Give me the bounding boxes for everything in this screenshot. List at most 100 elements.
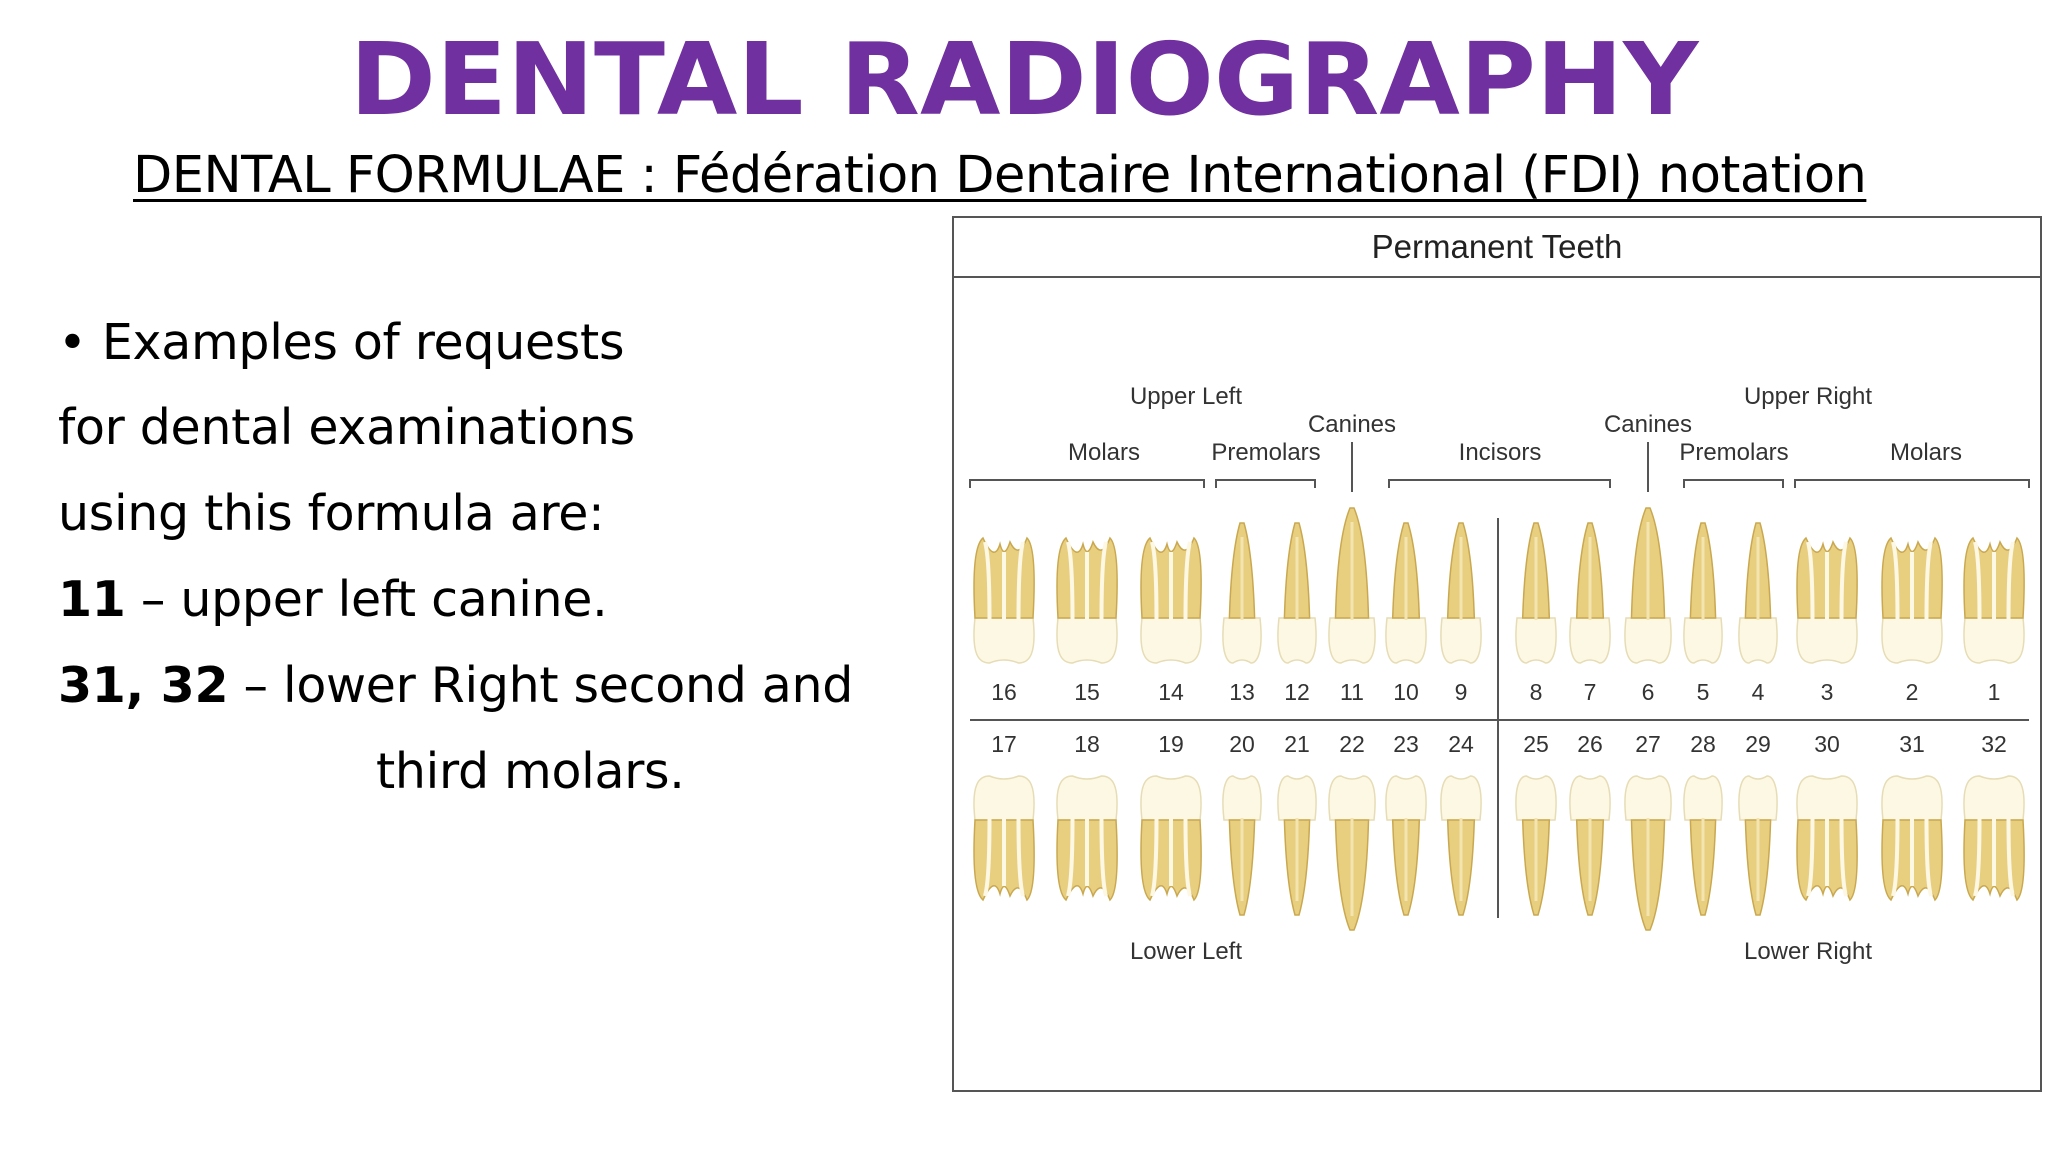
crown xyxy=(1963,617,2025,664)
crown xyxy=(1277,617,1317,664)
crown xyxy=(1796,617,1858,664)
pulp-canal xyxy=(983,817,1025,897)
example-2-text: – lower Right second and xyxy=(228,657,854,714)
upper-tooth-12 xyxy=(1683,522,1723,664)
lower-teeth xyxy=(973,775,2025,931)
upper-tooth-number: 12 xyxy=(1284,679,1310,705)
group-brackets xyxy=(969,442,2030,492)
upper-tooth-13 xyxy=(1738,522,1778,664)
label-premolars-left: Premolars xyxy=(1211,439,1320,466)
upper-tooth-5 xyxy=(1277,522,1317,664)
crown xyxy=(1056,617,1118,664)
lower-tooth-6 xyxy=(1328,775,1376,931)
upper-tooth-number: 16 xyxy=(991,679,1017,705)
crown xyxy=(973,617,1035,664)
lower-tooth-7 xyxy=(1385,775,1427,916)
lower-tooth-number: 27 xyxy=(1635,731,1661,757)
upper-tooth-number: 11 xyxy=(1340,679,1364,705)
upper-tooth-number: 7 xyxy=(1584,679,1597,705)
lower-tooth-12 xyxy=(1683,775,1723,916)
lower-tooth-3 xyxy=(1140,775,1202,902)
crown xyxy=(1738,775,1778,821)
label-canines-left: Canines xyxy=(1308,411,1396,438)
bracket-molars-left xyxy=(969,479,1205,488)
upper-tooth-11 xyxy=(1624,507,1672,664)
example-2-continuation: third molars. xyxy=(376,743,685,800)
lower-tooth-1 xyxy=(973,775,1035,902)
upper-tooth-7 xyxy=(1385,522,1427,664)
crown xyxy=(1385,617,1427,664)
bracket-premolars-right xyxy=(1683,479,1784,488)
label-molars-left: Molars xyxy=(1068,439,1140,466)
body-line-2: for dental examinations xyxy=(58,399,635,456)
pulp-canal xyxy=(1973,541,2015,621)
slide-title: DENTAL RADIOGRAPHY xyxy=(349,21,1699,138)
crown xyxy=(1569,775,1611,821)
lower-tooth-number: 24 xyxy=(1448,731,1474,757)
lower-tooth-11 xyxy=(1624,775,1672,931)
upper-tooth-number: 14 xyxy=(1158,679,1184,705)
label-incisors: Incisors xyxy=(1459,439,1542,466)
label-lower-right: Lower Right xyxy=(1744,938,1872,965)
lower-tooth-number: 18 xyxy=(1074,731,1100,757)
crown xyxy=(1140,617,1202,664)
upper-tooth-6 xyxy=(1328,507,1376,664)
upper-tooth-10 xyxy=(1569,522,1611,664)
label-upper-left: Upper Left xyxy=(1130,383,1242,410)
lower-tooth-number: 31 xyxy=(1899,731,1925,757)
upper-tooth-15 xyxy=(1881,536,1943,664)
lower-tooth-number: 21 xyxy=(1284,731,1310,757)
bullet-line-1: • Examples of requests xyxy=(58,313,624,373)
pulp-canal xyxy=(1150,817,1192,897)
bracket-premolars-left xyxy=(1215,479,1316,488)
lower-tooth-13 xyxy=(1738,775,1778,916)
upper-tooth-number: 5 xyxy=(1697,679,1710,705)
label-molars-right: Molars xyxy=(1890,439,1962,466)
upper-tooth-2 xyxy=(1056,536,1118,664)
crown xyxy=(1385,775,1427,821)
example-2-number: 31, 32 xyxy=(58,657,229,714)
tooth-chart: Permanent Teeth Upper Left Upper Right C… xyxy=(954,228,2040,965)
pulp-canal xyxy=(1066,541,1108,621)
crown xyxy=(1881,775,1943,821)
lower-tooth-8 xyxy=(1440,775,1482,916)
label-canines-right: Canines xyxy=(1604,411,1692,438)
lower-tooth-4 xyxy=(1222,775,1262,916)
upper-tooth-number: 15 xyxy=(1074,679,1100,705)
pulp-canal xyxy=(1806,817,1848,897)
lower-tooth-number: 28 xyxy=(1690,731,1716,757)
lower-tooth-number: 19 xyxy=(1158,731,1184,757)
upper-tooth-number: 6 xyxy=(1642,679,1655,705)
pulp-canal xyxy=(1973,817,2015,897)
crown xyxy=(1222,617,1262,664)
upper-tooth-4 xyxy=(1222,522,1262,664)
lower-tooth-number: 32 xyxy=(1981,731,2007,757)
upper-tooth-9 xyxy=(1515,522,1557,664)
crown xyxy=(1515,617,1557,664)
crown xyxy=(1515,775,1557,821)
crown xyxy=(1738,617,1778,664)
lower-tooth-number: 20 xyxy=(1229,731,1255,757)
crown xyxy=(1881,617,1943,664)
upper-tooth-number: 4 xyxy=(1752,679,1765,705)
bullet-symbol: • xyxy=(58,314,87,371)
label-lower-left: Lower Left xyxy=(1130,938,1242,965)
crown xyxy=(1624,775,1672,821)
crown xyxy=(1796,775,1858,821)
upper-tooth-1 xyxy=(973,536,1035,664)
crown xyxy=(1328,617,1376,664)
upper-tooth-number: 9 xyxy=(1455,679,1468,705)
lower-tooth-9 xyxy=(1515,775,1557,916)
lower-tooth-number: 17 xyxy=(991,731,1017,757)
lower-tooth-15 xyxy=(1881,775,1943,902)
upper-tooth-14 xyxy=(1796,536,1858,664)
example-1-number: 11 xyxy=(58,571,126,628)
bracket-molars-right xyxy=(1794,479,2030,488)
crown xyxy=(1328,775,1376,821)
upper-tooth-number: 2 xyxy=(1906,679,1919,705)
crown xyxy=(1440,617,1482,664)
upper-tooth-number: 3 xyxy=(1821,679,1834,705)
lower-tooth-10 xyxy=(1569,775,1611,916)
